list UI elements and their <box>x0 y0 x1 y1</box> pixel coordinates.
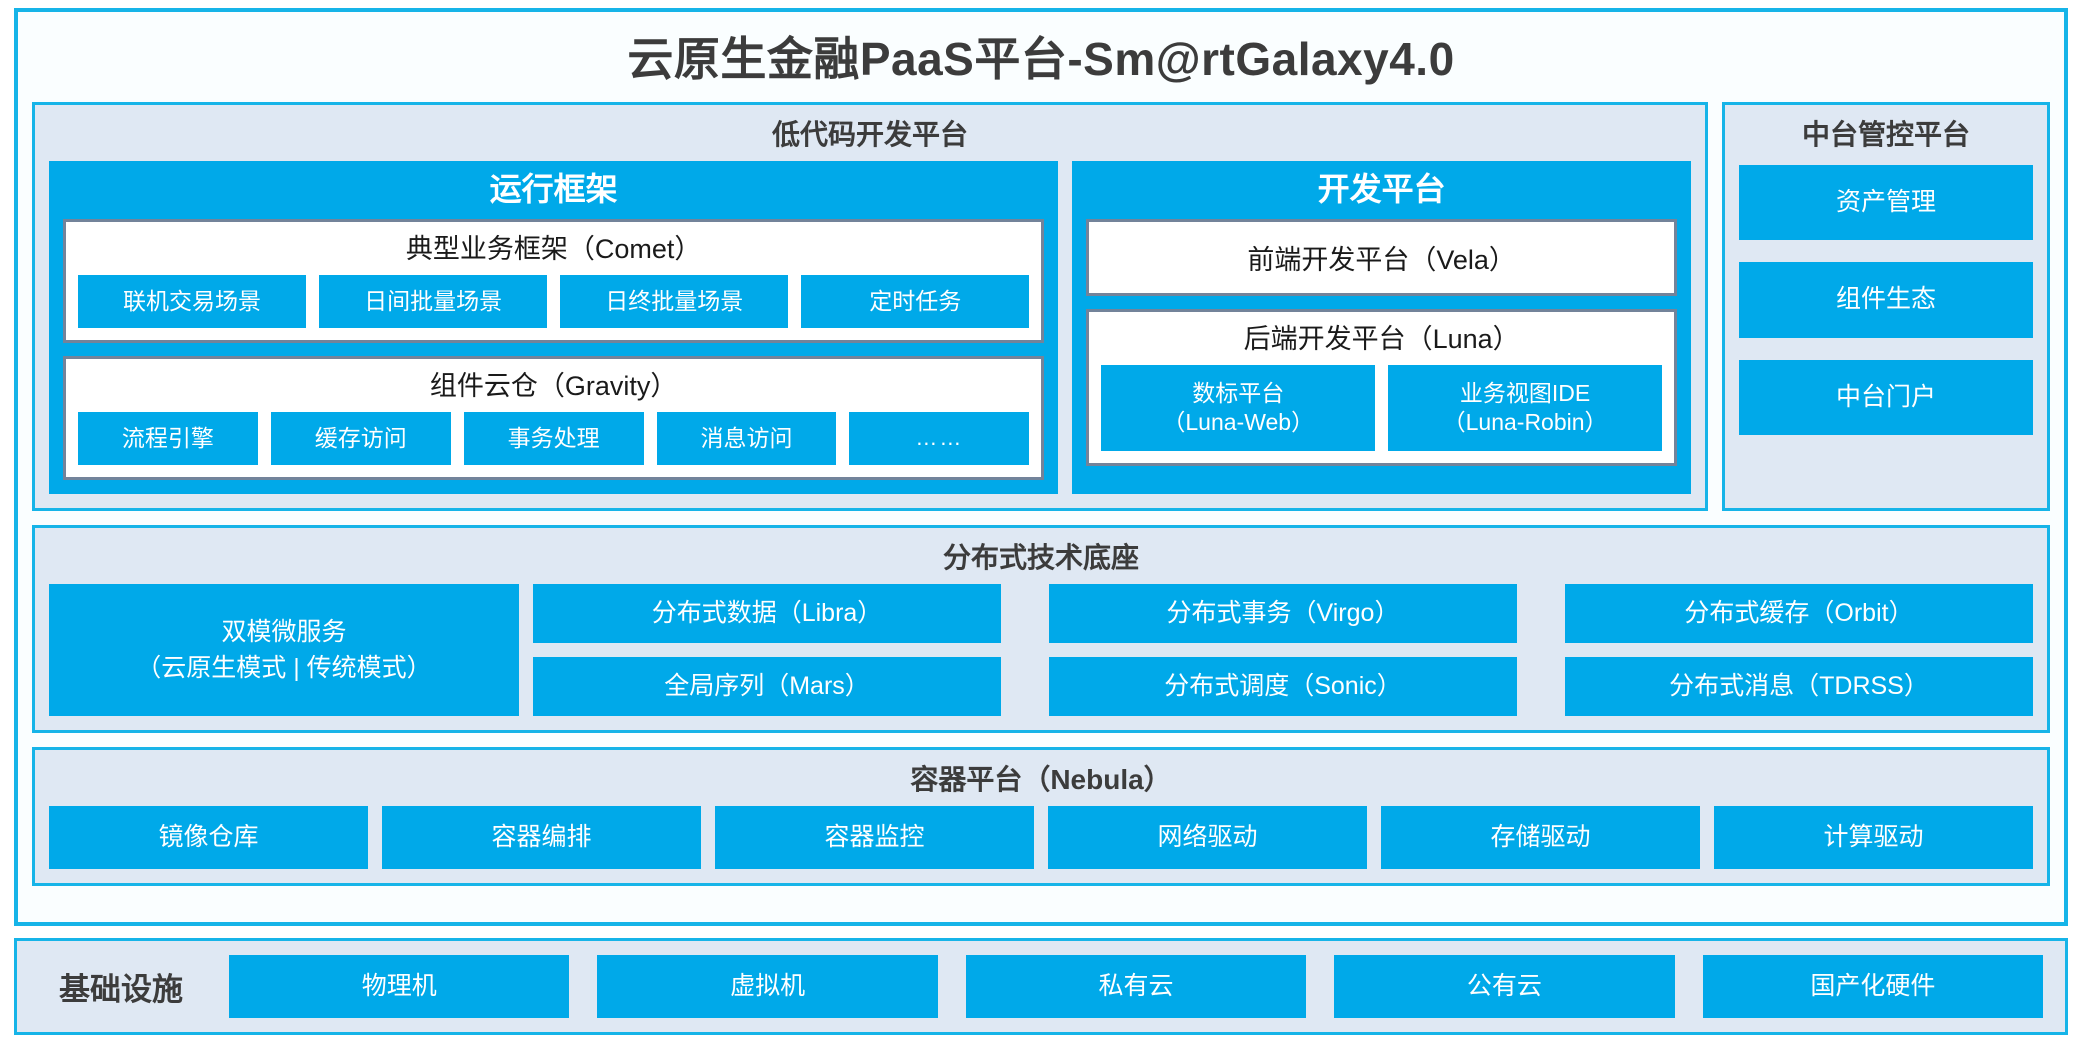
development-platform-groups: 前端开发平台（Vela） 后端开发平台（Luna） 数标平台 （Luna-Web… <box>1086 219 1677 480</box>
dual-mode-microservice-name: 双模微服务 <box>221 617 347 646</box>
container-item-monitoring[interactable]: 容器监控 <box>715 806 1034 870</box>
luna-robin-code: （Luna-Robin） <box>1442 408 1608 435</box>
distributed-foundation-body: 双模微服务 （云原生模式 | 传统模式） 分布式数据（Libra） 分布式事务（… <box>49 583 2033 716</box>
dual-mode-microservice-wrap: 双模微服务 （云原生模式 | 传统模式） <box>49 583 519 716</box>
lowcode-platform-body: 运行框架 典型业务框架（Comet） 联机交易场景 日间批量场景 日终批量场景 … <box>49 161 1691 494</box>
luna-item-luna-web[interactable]: 数标平台 （Luna-Web） <box>1101 365 1376 451</box>
gravity-group: 组件云仓（Gravity） 流程引擎 缓存访问 事务处理 消息访问 …… <box>63 355 1045 480</box>
midplatform-title: 中台管控平台 <box>1801 119 1970 150</box>
foundation-item-virgo[interactable]: 分布式事务（Virgo） <box>1049 583 1517 643</box>
distributed-foundation-items: 分布式数据（Libra） 分布式事务（Virgo） 分布式缓存（Orbit） 全… <box>533 583 2033 716</box>
infrastructure-bar: 基础设施 物理机 虚拟机 私有云 公有云 国产化硬件 <box>14 937 2068 1035</box>
container-item-storage-driver[interactable]: 存储驱动 <box>1381 806 1700 870</box>
foundation-item-sonic[interactable]: 分布式调度（Sonic） <box>1049 656 1517 716</box>
container-item-orchestration[interactable]: 容器编排 <box>382 806 701 870</box>
runtime-framework-groups: 典型业务框架（Comet） 联机交易场景 日间批量场景 日终批量场景 定时任务 <box>63 219 1045 480</box>
page-title: 云原生金融PaaS平台-Sm@rtGalaxy4.0 <box>627 33 1455 85</box>
comet-items: 联机交易场景 日间批量场景 日终批量场景 定时任务 <box>78 275 1030 328</box>
platform-main-card: 云原生金融PaaS平台-Sm@rtGalaxy4.0 低代码开发平台 运行框架 … <box>14 8 2068 926</box>
luna-web-name: 数标平台 <box>1192 380 1285 406</box>
gravity-item-process-engine[interactable]: 流程引擎 <box>78 411 258 465</box>
dual-mode-microservice[interactable]: 双模微服务 （云原生模式 | 传统模式） <box>49 583 519 716</box>
comet-item-eod-batch[interactable]: 日终批量场景 <box>560 275 789 328</box>
luna-robin-name: 业务视图IDE <box>1459 380 1591 406</box>
infrastructure-label: 基础设施 <box>59 971 183 1007</box>
luna-item-luna-robin[interactable]: 业务视图IDE （Luna-Robin） <box>1388 365 1663 451</box>
infrastructure-item-public-cloud[interactable]: 公有云 <box>1334 954 1675 1018</box>
midplatform-item-portal[interactable]: 中台门户 <box>1739 359 2033 435</box>
comet-group: 典型业务框架（Comet） 联机交易场景 日间批量场景 日终批量场景 定时任务 <box>63 219 1045 343</box>
lowcode-platform-panel: 低代码开发平台 运行框架 典型业务框架（Comet） 联机交易场景 日间批量场景 <box>32 102 1708 511</box>
midplatform-item-asset-management[interactable]: 资产管理 <box>1739 165 2033 241</box>
luna-backend-platform-group: 后端开发平台（Luna） 数标平台 （Luna-Web） <box>1086 309 1677 466</box>
gravity-item-message-access[interactable]: 消息访问 <box>656 411 837 465</box>
distributed-foundation-title: 分布式技术底座 <box>942 541 1139 573</box>
gravity-items: 流程引擎 缓存访问 事务处理 消息访问 …… <box>78 411 1030 465</box>
infrastructure-item-physical-machine[interactable]: 物理机 <box>229 954 570 1018</box>
infrastructure-item-virtual-machine[interactable]: 虚拟机 <box>597 954 938 1018</box>
foundation-item-tdrss[interactable]: 分布式消息（TDRSS） <box>1565 656 2033 716</box>
luna-title: 后端开发平台（Luna） <box>1243 324 1520 354</box>
runtime-framework-box: 运行框架 典型业务框架（Comet） 联机交易场景 日间批量场景 日终批量场景 … <box>49 161 1059 494</box>
foundation-item-libra[interactable]: 分布式数据（Libra） <box>533 583 1001 643</box>
vela-frontend-platform[interactable]: 前端开发平台（Vela） <box>1086 219 1677 296</box>
runtime-framework-title: 运行框架 <box>489 171 618 207</box>
container-item-compute-driver[interactable]: 计算驱动 <box>1714 806 2033 870</box>
container-item-image-registry[interactable]: 镜像仓库 <box>49 806 368 870</box>
lowcode-platform-title: 低代码开发平台 <box>771 119 968 150</box>
midplatform-control-panel: 中台管控平台 资产管理 组件生态 中台门户 <box>1722 102 2050 511</box>
development-platform-title: 开发平台 <box>1317 171 1446 207</box>
comet-item-scheduled-task[interactable]: 定时任务 <box>801 275 1030 328</box>
midplatform-item-component-ecosystem[interactable]: 组件生态 <box>1739 262 2033 338</box>
comet-item-online-transaction[interactable]: 联机交易场景 <box>78 275 307 328</box>
infrastructure-items: 物理机 虚拟机 私有云 公有云 国产化硬件 <box>229 954 2044 1018</box>
gravity-item-transaction-processing[interactable]: 事务处理 <box>463 411 644 465</box>
gravity-item-cache-access[interactable]: 缓存访问 <box>270 411 451 465</box>
comet-title: 典型业务框架（Comet） <box>405 234 702 264</box>
luna-web-code: （Luna-Web） <box>1162 408 1315 435</box>
container-platform-items: 镜像仓库 容器编排 容器监控 网络驱动 存储驱动 计算驱动 <box>49 806 2033 870</box>
foundation-item-orbit[interactable]: 分布式缓存（Orbit） <box>1565 583 2033 643</box>
foundation-item-mars[interactable]: 全局序列（Mars） <box>533 656 1001 716</box>
infrastructure-item-private-cloud[interactable]: 私有云 <box>965 954 1307 1018</box>
container-item-network-driver[interactable]: 网络驱动 <box>1048 806 1367 870</box>
infrastructure-item-domestic-hardware[interactable]: 国产化硬件 <box>1702 954 2044 1018</box>
container-platform-title: 容器平台（Nebula） <box>910 764 1172 795</box>
midplatform-items: 资产管理 组件生态 中台门户 <box>1739 161 2033 494</box>
comet-item-intraday-batch[interactable]: 日间批量场景 <box>319 275 548 328</box>
gravity-title: 组件云仓（Gravity） <box>429 370 678 401</box>
gravity-item-more[interactable]: …… <box>849 411 1030 465</box>
distributed-foundation-panel: 分布式技术底座 双模微服务 （云原生模式 | 传统模式） 分布式数据（Libra… <box>32 524 2050 733</box>
top-row: 低代码开发平台 运行框架 典型业务框架（Comet） 联机交易场景 日间批量场景 <box>32 102 2050 511</box>
container-platform-panel: 容器平台（Nebula） 镜像仓库 容器编排 容器监控 网络驱动 存储驱动 计算… <box>32 747 2050 887</box>
dual-mode-microservice-modes: （云原生模式 | 传统模式） <box>136 653 432 682</box>
development-platform-box: 开发平台 前端开发平台（Vela） 后端开发平台（Luna） 数标平台 （L <box>1072 161 1691 494</box>
luna-items: 数标平台 （Luna-Web） 业务视图IDE （Luna-Robin） <box>1101 365 1663 451</box>
